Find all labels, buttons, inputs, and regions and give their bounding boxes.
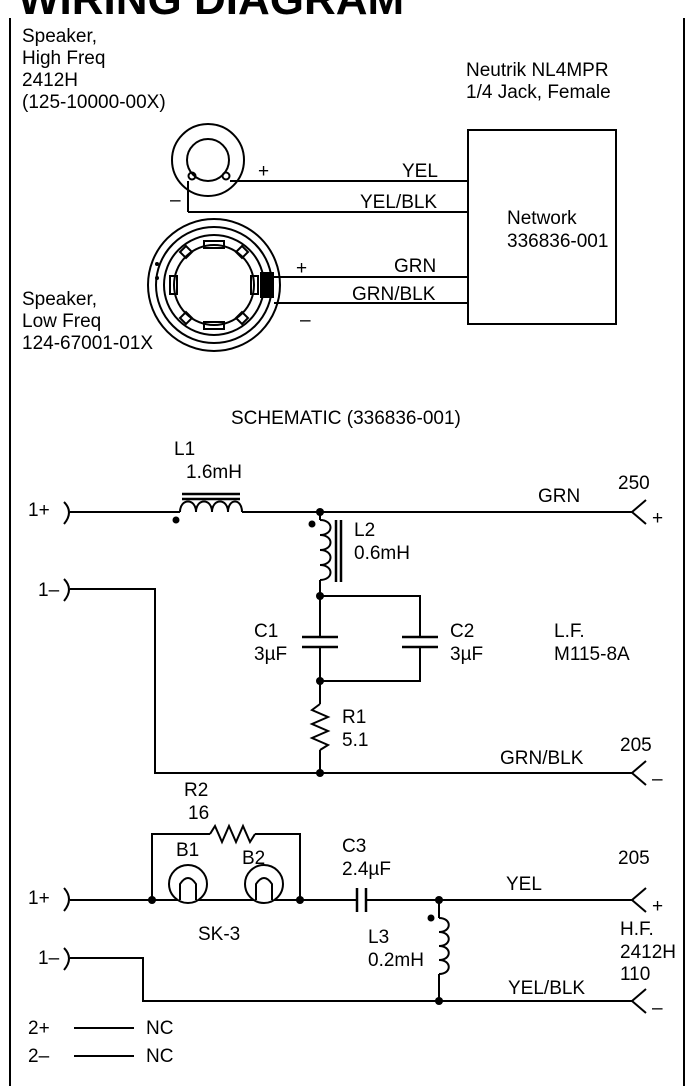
lf-out-minus: – [652, 769, 663, 790]
pin-250: 250 [618, 473, 650, 494]
L3-label: L3 [368, 927, 389, 948]
wire-yel-blk-label: YEL/BLK [508, 978, 585, 999]
schematic-title: SCHEMATIC (336836-001) [231, 408, 461, 429]
R2-value: 16 [188, 803, 209, 824]
hf-driver-label: H.F. [620, 919, 654, 940]
lf-speaker-label: Speaker, Low Freq 124-67001-01X [22, 289, 153, 354]
svg-text:(125-10000-00X): (125-10000-00X) [22, 92, 166, 113]
L2-value: 0.6mH [354, 543, 410, 564]
hf-plus-sign: + [258, 161, 269, 182]
svg-text:Speaker,: Speaker, [22, 289, 97, 310]
hf-out-minus: – [652, 998, 663, 1019]
svg-text:1/4 Jack, Female: 1/4 Jack, Female [466, 82, 611, 103]
C3-label: C3 [342, 836, 366, 857]
wire-grn-label: GRN [538, 486, 580, 507]
lf-minus-sign: – [300, 310, 311, 331]
pin-205-lf: 205 [620, 735, 652, 756]
svg-text:2412H: 2412H [22, 70, 78, 91]
L1-value: 1.6mH [186, 462, 242, 483]
lf-out-plus: + [652, 508, 663, 529]
wire-yel-blk: YEL/BLK [360, 192, 437, 213]
lf-input-minus-connector [63, 578, 70, 602]
pin-205-hf: 205 [618, 848, 650, 869]
R2-label: R2 [184, 780, 208, 801]
L3-value: 0.2mH [368, 950, 424, 971]
capacitor-C3 [355, 888, 632, 912]
capacitor-C1 [302, 596, 338, 681]
hf-input-plus: 1+ [28, 888, 50, 909]
hf-out-plus-connector [630, 887, 647, 913]
hf-out-minus-connector [630, 988, 647, 1014]
resistor-R1 [309, 681, 331, 773]
hf-input-minus-connector [63, 947, 70, 971]
svg-text:High Freq: High Freq [22, 48, 105, 69]
lf-out-plus-connector [630, 499, 647, 525]
lf-driver-model: M115-8A [554, 644, 630, 665]
lf-input-minus: 1– [38, 580, 60, 601]
nc-minus-label: 2– [28, 1046, 50, 1067]
diagram-title: WIRING DIAGRAM [18, 0, 404, 24]
inductor-L3 [427, 900, 450, 1001]
lf-driver-label: L.F. [554, 621, 585, 642]
svg-text:Speaker,: Speaker, [22, 26, 97, 47]
lf-input-plus: 1+ [28, 500, 50, 521]
lf-plus-sign: + [296, 258, 307, 279]
wire-yel-label: YEL [506, 874, 542, 895]
R1-value: 5.1 [342, 730, 368, 751]
nc-plus-label: 2+ [28, 1018, 50, 1039]
network-box [467, 129, 617, 325]
hf-speaker-icon [171, 123, 468, 213]
sk-label: SK-3 [198, 924, 240, 945]
hf-speaker-label: Speaker, High Freq 2412H (125-10000-00X) [22, 26, 166, 113]
wire-grn: GRN [394, 256, 436, 277]
C3-value: 2.4µF [342, 859, 391, 880]
C2-label: C2 [450, 621, 474, 642]
hf-minus-sign: – [170, 190, 181, 211]
nc-plus: NC [146, 1018, 173, 1039]
L2-label: L2 [354, 520, 375, 541]
capacitor-C2 [320, 635, 438, 682]
pin-110: 110 [620, 964, 650, 985]
L1-label: L1 [174, 439, 195, 460]
B1-label: B1 [176, 840, 199, 861]
C1-label: C1 [254, 621, 278, 642]
svg-text:Neutrik NL4MPR: Neutrik NL4MPR [466, 60, 609, 81]
hf-out-plus: + [652, 896, 663, 917]
nc-minus: NC [146, 1046, 173, 1067]
wire-grn-blk: GRN/BLK [352, 284, 436, 305]
inductor-L1 [172, 492, 243, 524]
C1-value: 3µF [254, 644, 287, 665]
hf-driver-model: 2412H [620, 942, 676, 963]
lamp-B2 [244, 864, 284, 904]
jack-label: Neutrik NL4MPR 1/4 Jack, Female [466, 60, 611, 103]
wire-yel: YEL [402, 161, 438, 182]
lf-out-minus-connector [630, 760, 647, 786]
lf-input-plus-connector [63, 501, 70, 525]
hf-input-plus-connector [63, 887, 70, 912]
node-6 [435, 997, 443, 1005]
R1-label: R1 [342, 707, 366, 728]
hf-input-minus: 1– [38, 948, 60, 969]
svg-text:Low Freq: Low Freq [22, 311, 101, 332]
lamp-B1 [168, 864, 208, 904]
lf-speaker-icon [147, 218, 468, 352]
network-label: Network [507, 208, 577, 229]
network-part: 336836-001 [507, 231, 608, 252]
resistor-R2 [151, 823, 301, 900]
svg-text:124-67001-01X: 124-67001-01X [22, 333, 153, 354]
B2-label: B2 [242, 848, 265, 869]
C2-value: 3µF [450, 644, 483, 665]
wire-grn-blk-label: GRN/BLK [500, 748, 584, 769]
inductor-L2 [308, 512, 343, 596]
